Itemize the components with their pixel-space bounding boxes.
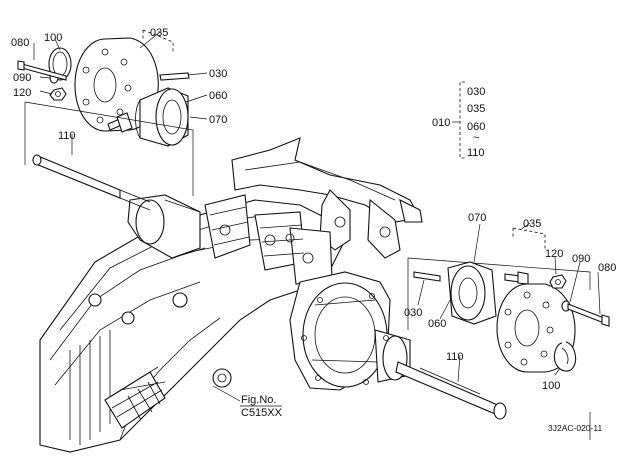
callout-035-right: 035 — [523, 218, 541, 230]
callout-070-right: 070 — [468, 212, 486, 224]
callout-120-left: 120 — [13, 87, 31, 99]
right-exploded-parts — [395, 227, 610, 440]
callout-090-right: 090 — [572, 253, 590, 265]
left-exploded-parts — [17, 29, 194, 211]
group-item-110: 110 — [467, 147, 485, 159]
callout-110-right: 110 — [446, 351, 464, 363]
callout-070-left: 070 — [209, 114, 227, 126]
group-item-060: 060 — [467, 121, 485, 133]
callout-080-left: 080 — [11, 37, 29, 49]
callout-100-right: 100 — [542, 380, 560, 392]
callout-060-right: 060 — [428, 318, 446, 330]
callout-120-right: 120 — [545, 248, 563, 260]
group-item-035: 035 — [467, 103, 485, 115]
assembly-group-bracket — [452, 81, 465, 159]
callout-035-left: 035 — [150, 27, 168, 39]
callout-labels: 080 100 090 120 035 030 060 070 110 070 … — [11, 27, 616, 433]
fig-no-label: Fig.No. — [241, 394, 276, 406]
callout-110-left: 110 — [58, 130, 76, 142]
callout-060-left: 060 — [209, 90, 227, 102]
leader-lines — [33, 31, 601, 402]
callout-010: 010 — [432, 117, 450, 129]
callout-030-left: 030 — [209, 68, 227, 80]
callout-030-right: 030 — [404, 307, 422, 319]
fig-no-value: C515XX — [241, 407, 283, 419]
callout-090-left: 090 — [13, 72, 31, 84]
group-range-tilde: ~ — [473, 132, 479, 144]
transmission-housing-drawing — [39, 137, 423, 453]
group-item-030: 030 — [467, 86, 485, 98]
figure-code: 3J2AC-020-11 — [548, 423, 602, 433]
callout-100-left: 100 — [44, 32, 62, 44]
callout-080-right: 080 — [598, 262, 616, 274]
